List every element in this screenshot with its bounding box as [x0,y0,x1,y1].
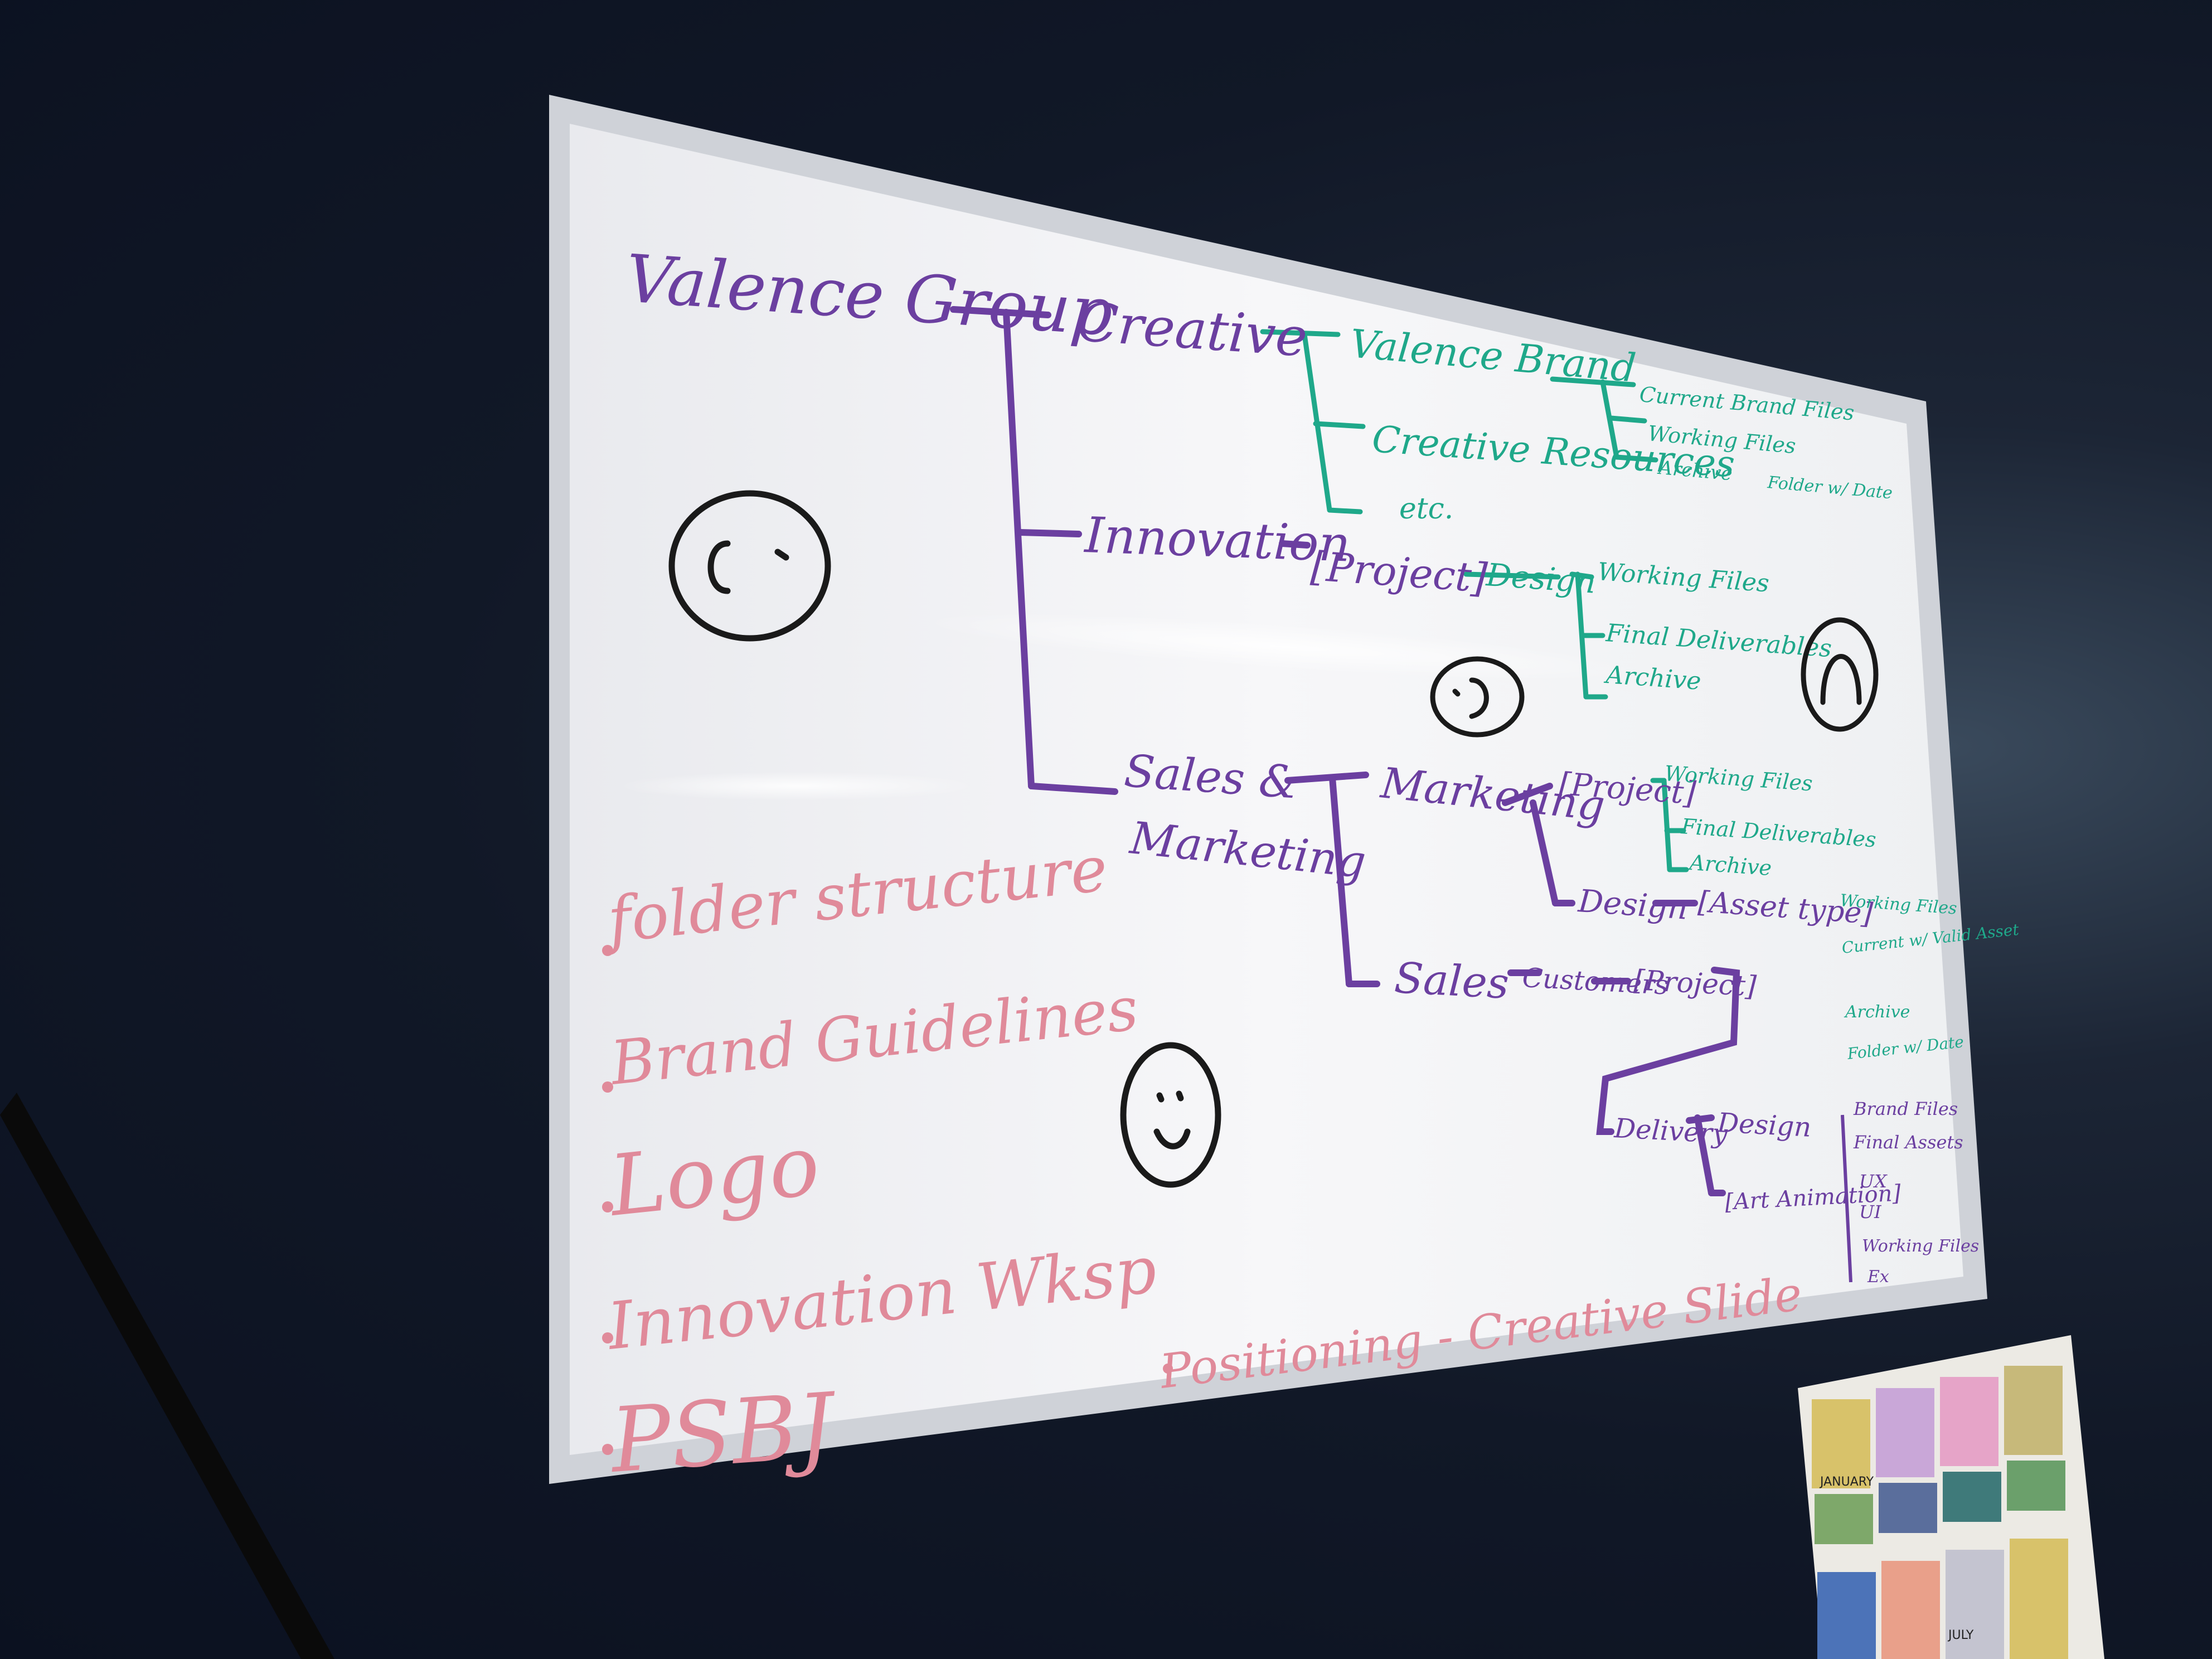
delivery-design-leaves: Brand Files Final Assets UX UI Working F… [1841,1098,1979,1287]
delivery-design: Design [1716,1107,1812,1143]
todo-item: PSBJ [606,1373,841,1493]
delivery-leaf: Ex [1867,1267,1889,1287]
marketing-design: Design [1576,883,1689,927]
smiley-face [1120,1042,1221,1188]
marketing-leaf: Archive [1687,850,1772,880]
customers-label: Customers [1521,962,1669,1001]
delivery-leaf: Brand Files [1853,1098,1958,1119]
wall-calendar: JANUARY JULY [1798,1335,2104,1659]
glare [920,613,1644,681]
pole [0,1093,334,1659]
delivery-leaf: Final Assets [1853,1132,1963,1153]
smiley-face [1430,656,1525,738]
innovation-design: Design [1485,557,1597,601]
smiley-face [668,490,831,642]
delivery-leaf: UI [1859,1201,1882,1223]
calendar-month: JULY [1947,1628,1974,1642]
innovation-leaf: Archive [1603,661,1702,696]
asset-leaf: Archive [1844,1002,1910,1022]
delivery-label: Delivery [1613,1113,1729,1150]
smiley-face [1801,617,1879,732]
main-tree [950,306,1740,1196]
creative-tree [1260,329,1689,872]
sales-label: Sales [1393,953,1510,1008]
etc-label: etc. [1399,492,1453,526]
delivery-leaf: Working Files [1862,1236,1979,1256]
sales-marketing-line1: Sales & [1123,745,1301,809]
innovation-label: Innovation [1083,506,1351,573]
glare [619,772,976,801]
delivery-leaf: UX [1859,1171,1888,1192]
sales-project: [Project] [1633,964,1757,1002]
calendar-month: JANUARY [1819,1475,1874,1489]
todo-bullets [602,945,1173,1455]
todo-item: Logo [604,1117,824,1235]
